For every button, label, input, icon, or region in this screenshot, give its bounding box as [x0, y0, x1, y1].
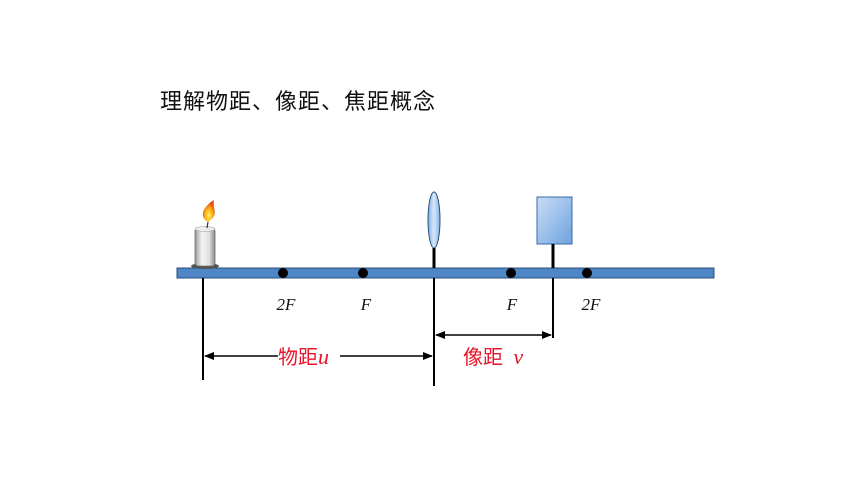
focal-dot-f-left	[358, 268, 368, 278]
focal-dot-2f-right	[582, 268, 592, 278]
focal-dot-f-right	[506, 268, 516, 278]
focal-dot-2f-left	[278, 268, 288, 278]
focal-label-f-right: F	[506, 295, 518, 314]
focal-label-2f-left: 2F	[277, 295, 297, 314]
candle-icon	[191, 200, 219, 269]
optical-bench	[176, 267, 715, 279]
object-distance-label: 物距u	[278, 344, 329, 369]
lens-icon	[427, 191, 441, 268]
focal-label-f-left: F	[360, 295, 372, 314]
image-distance-label: 像距 v	[463, 344, 523, 369]
focal-label-2f-right: 2F	[582, 295, 602, 314]
page-title: 理解物距、像距、焦距概念	[160, 90, 437, 115]
screen-icon	[536, 196, 573, 268]
